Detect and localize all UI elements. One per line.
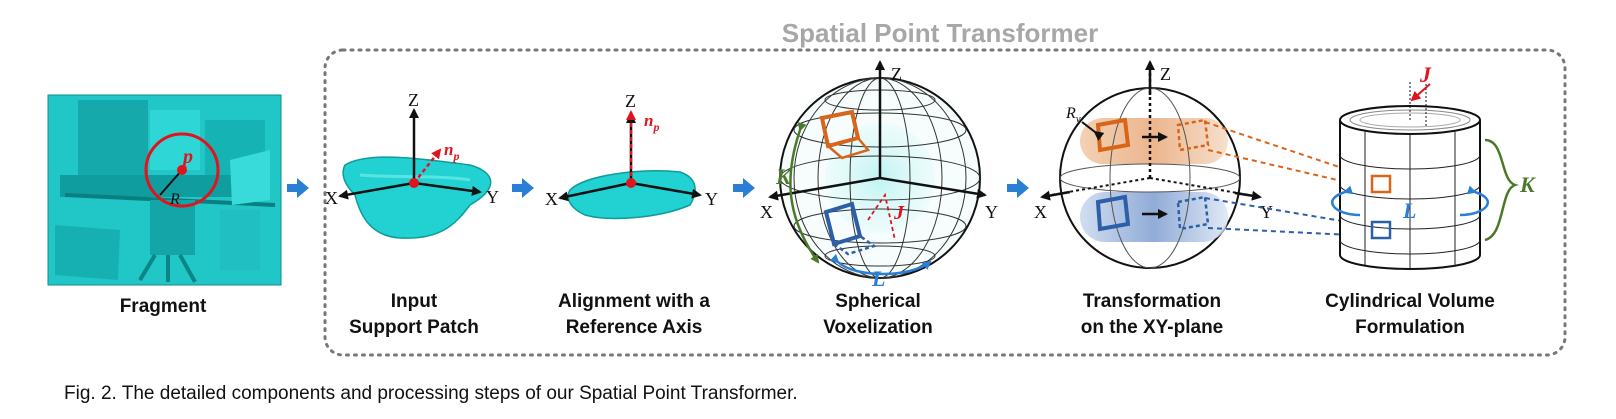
align-np-base: n	[644, 111, 653, 130]
cylinder-L-label: L	[1402, 198, 1416, 223]
Rv-label: Rv	[1065, 105, 1081, 125]
Rv-sub: v	[1076, 113, 1081, 125]
transform-label-line2: on the XY-plane	[1081, 317, 1224, 338]
transformer-frame	[323, 48, 1567, 357]
input-label-line1: Input	[391, 291, 438, 312]
p-label: p	[181, 146, 193, 168]
input-label-line2: Support Patch	[349, 317, 479, 338]
arrow-3	[733, 178, 755, 198]
cylinder-label-line1: Cylindrical Volume	[1325, 291, 1495, 312]
input-np-label: np	[444, 140, 459, 163]
figure-caption: Fig. 2. The detailed components and proc…	[64, 383, 798, 404]
R-label: R	[169, 191, 180, 208]
arrow-2	[512, 178, 534, 198]
stage-arrows	[287, 178, 1029, 198]
sphere-label-line1: Spherical	[835, 291, 921, 312]
arrow-1	[287, 178, 309, 198]
align-z-label: Z	[625, 91, 636, 111]
stage-labels: Fragment Input Support Patch Alignment w…	[120, 291, 1495, 338]
sphere-x-label: X	[760, 202, 773, 222]
sphere-K-label: K	[775, 164, 792, 189]
cylinder-K-label: K	[1519, 172, 1536, 197]
align-np-sub: p	[652, 120, 659, 134]
sphere-y-label: Y	[985, 202, 998, 222]
Rv-base: R	[1065, 105, 1076, 122]
sphere-J-label: J	[893, 202, 905, 224]
transform-label-line1: Transformation	[1083, 291, 1221, 312]
sphere-label-line2: Voxelization	[823, 317, 932, 338]
fragment-panel: p R	[47, 94, 282, 286]
transform-x-label: X	[1034, 202, 1047, 222]
input-x-label: X	[325, 188, 338, 208]
sphere-L-label: L	[871, 266, 885, 291]
align-np-label: np	[644, 111, 659, 134]
alignment-panel: Z X Y np	[545, 91, 718, 220]
align-x-label: X	[545, 189, 558, 209]
input-y-label: Y	[486, 187, 499, 207]
transform-z-label: Z	[1160, 64, 1171, 84]
transform-panel: Z X Y Rv	[1034, 60, 1273, 269]
cylinder-panel: J L K	[1330, 62, 1536, 270]
input-z-label: Z	[408, 90, 419, 110]
input-np-base: n	[444, 140, 453, 159]
cylinder-J-label: J	[1419, 62, 1432, 87]
figure-title: Spatial Point Transformer	[782, 18, 1098, 48]
arrow-4	[1007, 178, 1029, 198]
align-y-label: Y	[705, 189, 718, 209]
input-np-sub: p	[452, 149, 459, 163]
sphere-panel: Z X Y K L J	[760, 60, 998, 291]
sphere-z-label: Z	[891, 64, 902, 84]
fragment-label: Fragment	[120, 296, 207, 317]
align-label-line2: Reference Axis	[566, 317, 703, 338]
transform-y-label: Y	[1260, 202, 1273, 222]
align-label-line1: Alignment with a	[558, 291, 710, 312]
input-patch-panel: Z X Y np	[325, 90, 499, 239]
figure-canvas: Spatial Point Transformer p R	[47, 18, 1567, 357]
cylinder-label-line2: Formulation	[1355, 317, 1465, 338]
